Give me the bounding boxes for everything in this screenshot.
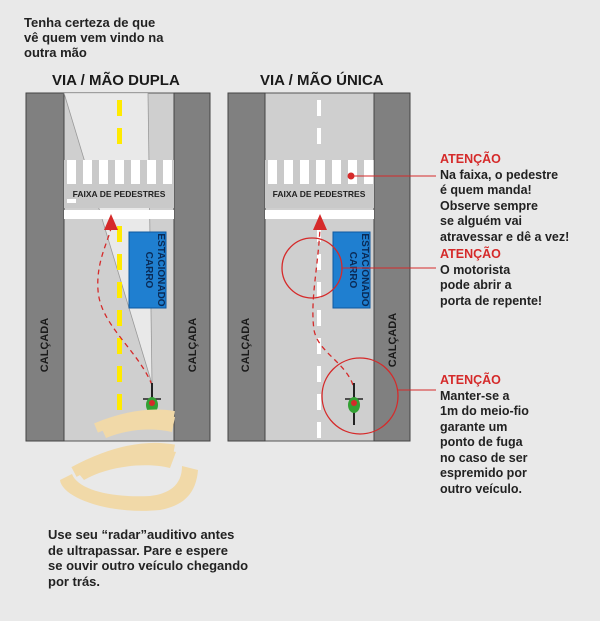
arrow-head: [313, 214, 327, 230]
crosswalk: [64, 160, 174, 219]
bike-path-arrow: [97, 227, 153, 386]
title-two-way: VIA / MÃO DUPLA: [52, 72, 180, 89]
note-line: espremido por: [440, 466, 527, 480]
sidewalk-right: [373, 92, 411, 442]
note-line: atravessar e dê a vez!: [440, 229, 570, 244]
note-line: no caso de ser: [440, 450, 528, 465]
attention-note-distance: ATENÇÃO Manter-se a 1m do meio-fio garan…: [440, 373, 529, 497]
bottom-note: Use seu “radar”auditivo antes de ultrapa…: [48, 527, 278, 589]
note-line: porta de repente!: [440, 293, 543, 308]
note-line: Na faixa, o pedestre: [440, 167, 559, 182]
parked-car-label-1: CARRO: [347, 252, 358, 289]
bike-path-arrow: [312, 227, 354, 386]
top-note: Tenha certeza de que vê quem vem vindo n…: [24, 15, 194, 60]
note-line: O motorista: [440, 262, 511, 277]
title-one-way: VIA / MÃO ÚNICA: [260, 72, 384, 89]
center-line-yellow: [117, 100, 122, 410]
attention-note-door: ATENÇÃO O motorista pode abrir a porta d…: [440, 247, 542, 309]
note-line: Manter-se a: [440, 388, 510, 403]
sidewalk-right: [173, 92, 211, 442]
sidewalk-label-left: CALÇADA: [240, 318, 252, 372]
leader-lines: [342, 172, 436, 391]
note-line: ponto de fuga: [440, 435, 523, 449]
radar-waves: [60, 413, 198, 511]
parked-car: [332, 231, 371, 309]
road-two-way: FAIXA DE PEDESTRES CARRO ESTACIONADO CAL…: [25, 92, 211, 511]
note-line: 1m do meio-fio: [440, 404, 529, 418]
top-note-line: vê quem vem vindo na: [24, 30, 164, 45]
attention-heading: ATENÇÃO: [440, 373, 501, 387]
bottom-note-line: Use seu “radar”auditivo antes: [48, 527, 235, 542]
attention-circle-distance: [321, 357, 399, 435]
crosswalk: [265, 160, 374, 219]
note-line: é quem manda!: [440, 183, 532, 197]
note-line: garante um: [440, 419, 508, 434]
note-line: pode abrir a: [440, 278, 512, 292]
road-one-way: FAIXA DE PEDESTRES CARRO ESTACIONADO CAL…: [227, 92, 436, 442]
attention-heading: ATENÇÃO: [440, 152, 501, 166]
sidewalk-left: [227, 92, 266, 442]
bottom-note-line: por trás.: [48, 573, 101, 589]
attention-heading: ATENÇÃO: [440, 247, 501, 261]
note-line: outro veículo.: [440, 481, 522, 496]
crosswalk-label: FAIXA DE PEDESTRES: [273, 189, 366, 199]
note-line: Observe sempre: [440, 198, 538, 213]
sidewalk-left: [25, 92, 65, 442]
top-note-line: outra mão: [24, 45, 87, 60]
bottom-note-line: se ouvir outro veículo chegando: [48, 558, 249, 573]
sidewalk-label-right: CALÇADA: [387, 313, 399, 367]
crosswalk-label: FAIXA DE PEDESTRES: [73, 189, 166, 199]
arrow-head: [104, 214, 118, 230]
cyclist-icon: [345, 383, 363, 425]
sidewalk-label-right: CALÇADA: [187, 318, 199, 372]
bottom-note-line: de ultrapassar. Pare e espere: [48, 542, 228, 558]
parked-car: [128, 231, 167, 309]
top-note-line: Tenha certeza de que: [24, 15, 156, 30]
attention-note-crosswalk: ATENÇÃO Na faixa, o pedestre é quem mand…: [440, 152, 569, 245]
parked-car-label-2: ESTACIONADO: [359, 233, 370, 306]
sidewalk-label-left: CALÇADA: [39, 318, 51, 372]
parked-car-label-1: CARRO: [143, 252, 154, 289]
note-line: se alguém vai: [440, 214, 522, 228]
parked-car-label-2: ESTACIONADO: [155, 233, 166, 306]
